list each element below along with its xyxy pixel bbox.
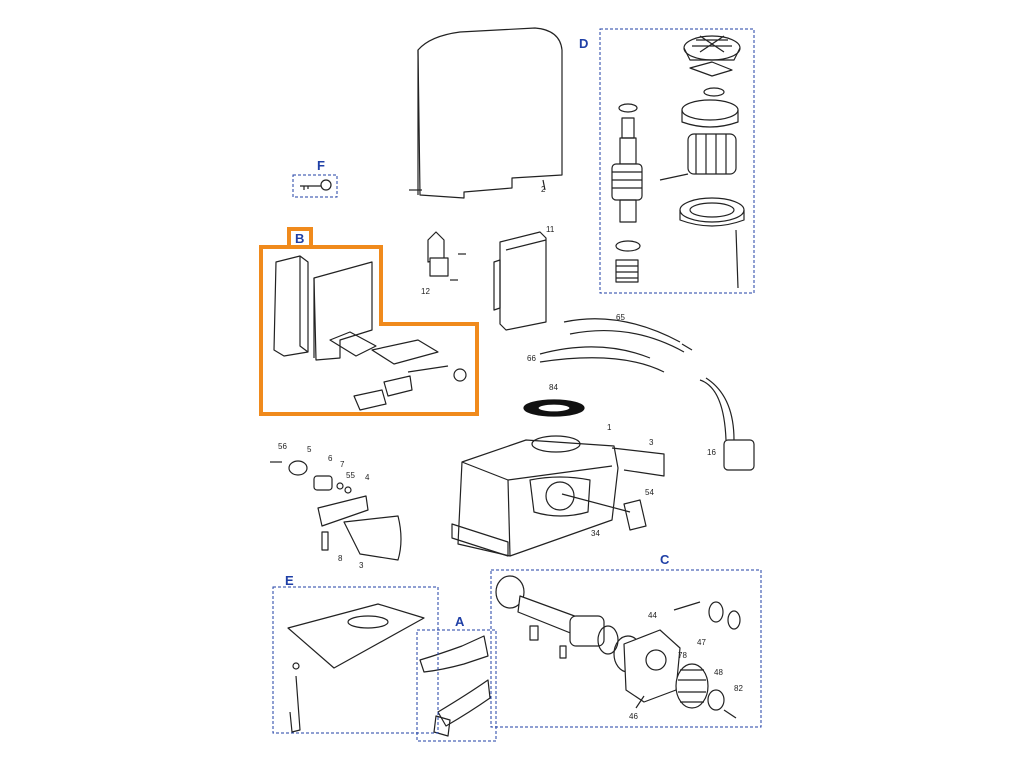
group-box-d [599,28,755,294]
part-number-66: 66 [527,354,536,363]
group-label-d: D [579,36,589,51]
group-label-e: E [285,573,294,588]
part-number-44: 44 [648,611,657,620]
release-lever-icon [419,635,491,737]
motor-assembly-icon [611,35,745,289]
part-number-47: 47 [697,638,706,647]
key-icon [300,179,332,191]
group-label-a: A [455,614,465,629]
part-number-4: 4 [365,473,370,482]
part-number-84: 84 [549,383,558,392]
part-number-56: 56 [278,442,287,451]
part-number-46: 46 [629,712,638,721]
group-label-c: C [660,552,670,567]
gasket-icon [523,399,585,417]
capacitor-icon [699,377,755,471]
sensor-bracket-icon [427,231,466,281]
part-number-3-cover: 3 [359,561,364,570]
release-mechanism-icon [270,460,402,561]
part-number-3-housing: 3 [649,438,654,447]
part-number-2: 2 [541,185,546,194]
wiring-harness-icon [539,318,693,373]
part-number-48: 48 [714,668,723,677]
part-number-12: 12 [421,287,430,296]
group-label-f: F [317,158,325,173]
gearbox-housing-icon [451,435,665,557]
group-label-b: B [295,231,305,246]
part-number-7: 7 [340,460,345,469]
part-number-16: 16 [707,448,716,457]
group-box-c [490,569,762,728]
part-number-5: 5 [307,445,312,454]
highlighted-group-b [259,245,479,416]
part-number-82: 82 [734,684,743,693]
part-number-6: 6 [328,454,333,463]
gear-train-icon [495,575,741,719]
part-number-11: 11 [546,225,555,234]
control-board-icon [493,231,547,331]
mounting-plate-icon [287,603,425,733]
part-number-55: 55 [346,471,355,480]
control-bracket-icon [273,255,467,411]
group-box-f [292,174,338,198]
group-box-e [272,586,439,734]
part-number-8: 8 [338,554,343,563]
part-number-54: 54 [645,488,654,497]
part-number-65: 65 [616,313,625,322]
motor-cover-icon [409,27,563,199]
part-number-1: 1 [607,423,612,432]
part-number-34: 34 [591,529,600,538]
part-number-78: 78 [678,651,687,660]
